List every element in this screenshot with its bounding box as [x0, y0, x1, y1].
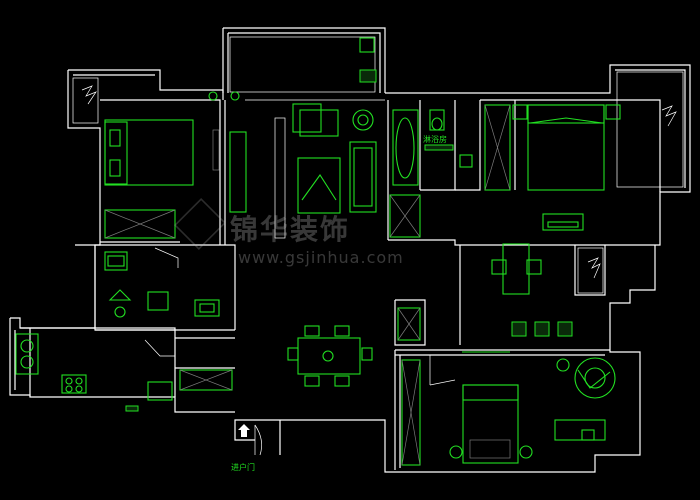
master-suite — [397, 307, 616, 466]
shower-label: 淋浴房 — [423, 134, 447, 144]
bathrooms — [389, 104, 511, 238]
dining — [287, 325, 373, 387]
kitchen — [15, 333, 233, 412]
interior-walls — [20, 99, 661, 470]
bedroom-left — [104, 119, 220, 239]
watermark-title: 锦华装饰 — [230, 213, 351, 246]
entrance-label: 进户门 — [231, 462, 255, 472]
balconies — [72, 36, 684, 294]
study-area — [491, 243, 573, 337]
balcony-fixtures — [208, 37, 377, 101]
potted-plants — [81, 85, 677, 279]
entrance: 进户门 淋浴房 — [231, 134, 447, 472]
living-room — [229, 99, 385, 239]
storage-left — [104, 247, 220, 318]
entrance-arrow-icon — [238, 424, 250, 437]
bedroom-right — [512, 104, 621, 231]
watermark-url: www.gsjinhua.com — [238, 248, 404, 267]
